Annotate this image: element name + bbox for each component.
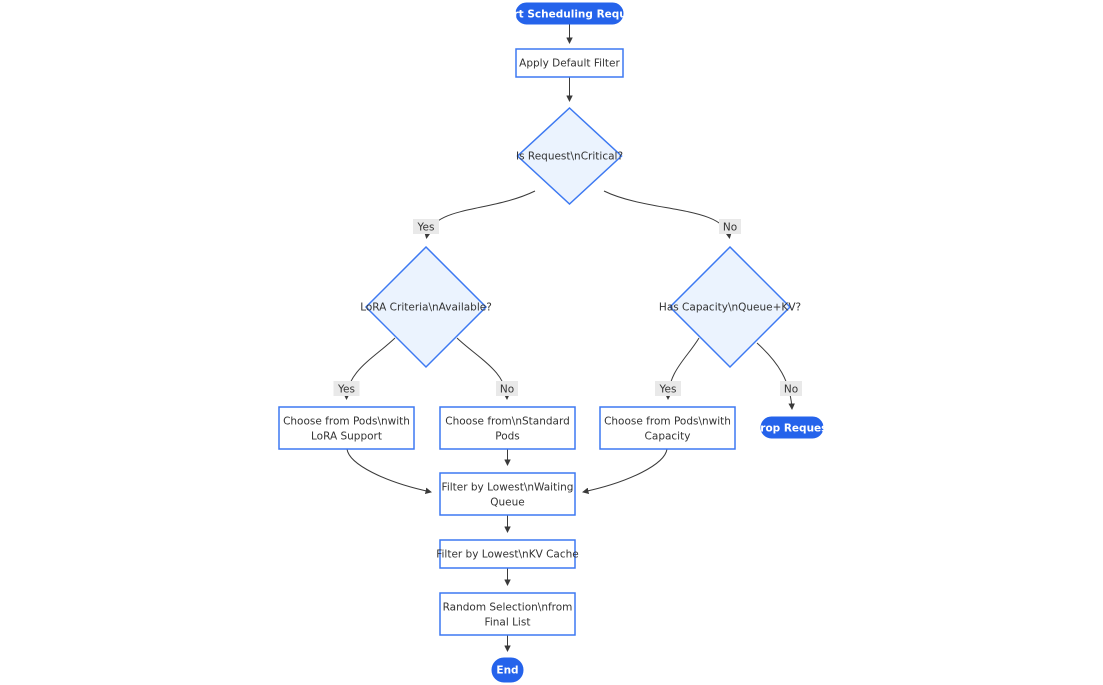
start-label: Start Scheduling Request [494, 9, 645, 21]
random-selection-shape [439, 592, 576, 636]
nodes: Start Scheduling Request Apply Default F… [278, 2, 833, 683]
edge-label-bg [655, 381, 681, 396]
choose-capacity-shape [599, 406, 736, 450]
end-label: End [496, 665, 518, 677]
is-critical-label: Is Request\nCritical? [516, 151, 623, 163]
choose-standard-line1: Choose from\nStandard [445, 416, 570, 428]
apply-filter-label: Apply Default Filter [519, 58, 620, 70]
edge-label-text: No [784, 384, 798, 396]
edge-label-lora-no: No [496, 381, 518, 396]
edge-label-bg [719, 219, 741, 234]
edges [343, 24, 795, 652]
choose-lora-line1: Choose from Pods\nwith [283, 416, 410, 428]
node-start: Start Scheduling Request [494, 2, 645, 25]
has-capacity-label: Has Capacity\nQueue+KV? [659, 302, 801, 314]
choose-capacity-line2: Capacity [645, 431, 691, 443]
filter-kv-shape [439, 539, 576, 569]
filter-waiting-line1: Filter by Lowest\nWaiting [442, 482, 574, 494]
drop-request-shape [760, 416, 824, 439]
choose-standard-line2: Pods [495, 431, 520, 443]
lora-criteria-shape [364, 245, 488, 369]
node-filter-waiting-queue: Filter by Lowest\nWaiting Queue [439, 472, 576, 516]
edge-label-lora-yes: Yes [333, 381, 360, 396]
lora-criteria-label: LoRA Criteria\nAvailable? [360, 302, 492, 314]
filter-waiting-line2: Queue [490, 497, 525, 509]
edge-label-text: No [500, 384, 514, 396]
edge-label-bg [496, 381, 518, 396]
edge-choosecapacity-to-filterwaiting [582, 448, 668, 495]
edge-label-text: Yes [417, 222, 435, 234]
node-apply-default-filter: Apply Default Filter [515, 48, 624, 78]
choose-lora-shape [278, 406, 415, 450]
end-pill-shape [491, 657, 524, 683]
filter-kv-label: Filter by Lowest\nKV Cache [436, 549, 579, 561]
edge-critical-no [603, 190, 732, 239]
edge-label-text: Yes [659, 384, 677, 396]
edge-label-critical-no: No [719, 219, 741, 234]
choose-standard-shape [439, 406, 576, 450]
node-choose-standard-pods: Choose from\nStandard Pods [439, 406, 576, 450]
choose-lora-line2: LoRA Support [311, 431, 382, 443]
edge-label-capacity-yes: Yes [655, 381, 681, 396]
node-end: End [491, 657, 524, 683]
node-lora-criteria: LoRA Criteria\nAvailable? [360, 245, 492, 369]
edge-label-critical-yes: Yes [413, 219, 439, 234]
edge-chooselora-to-filterwaiting [346, 448, 432, 495]
is-critical-shape [516, 106, 623, 206]
edge-label-bg [780, 381, 802, 396]
edge-label-text: No [723, 222, 737, 234]
random-selection-line1: Random Selection\nfrom [443, 602, 573, 614]
has-capacity-shape [668, 245, 792, 369]
apply-filter-shape [515, 48, 624, 78]
edge-label-text: Yes [337, 384, 355, 396]
node-random-selection: Random Selection\nfrom Final List [439, 592, 576, 636]
node-drop-request: Drop Request [752, 416, 833, 439]
node-is-request-critical: Is Request\nCritical? [516, 106, 623, 206]
edge-capacity-no [756, 342, 795, 410]
edge-label-bg [413, 219, 439, 234]
edge-label-capacity-no: No [780, 381, 802, 396]
edge-labels: Yes No Yes No Yes No [333, 219, 802, 396]
node-choose-lora-pods: Choose from Pods\nwith LoRA Support [278, 406, 415, 450]
random-selection-line2: Final List [485, 617, 531, 629]
edge-critical-yes [424, 190, 536, 239]
node-has-capacity: Has Capacity\nQueue+KV? [659, 245, 801, 369]
start-pill-shape [515, 2, 624, 25]
edge-label-bg [333, 381, 360, 396]
drop-request-label: Drop Request [752, 423, 833, 435]
node-filter-kv-cache: Filter by Lowest\nKV Cache [436, 539, 579, 569]
node-choose-capacity-pods: Choose from Pods\nwith Capacity [599, 406, 736, 450]
filter-waiting-shape [439, 472, 576, 516]
choose-capacity-line1: Choose from Pods\nwith [604, 416, 731, 428]
